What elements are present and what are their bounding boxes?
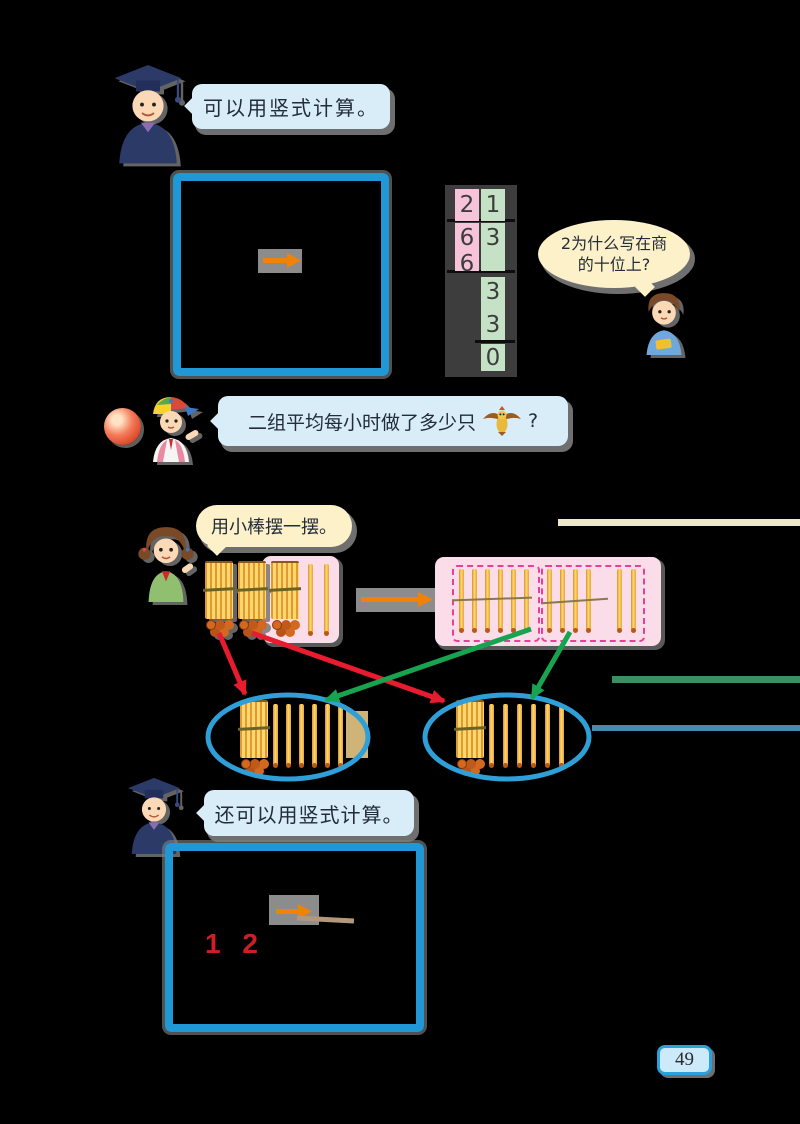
speech-bubble-teacher1: 可以用竖式计算。 xyxy=(184,84,390,129)
speech-bubble-problem: 二组平均每小时做了多少只 ? xyxy=(210,396,568,446)
right-arrow-icon xyxy=(263,253,301,268)
bundle-ends xyxy=(241,759,251,769)
right-arrow-icon xyxy=(276,904,312,919)
red-intermediate-number: 1 2 xyxy=(205,928,265,959)
tens-work-cell: 6 6 xyxy=(455,223,479,277)
question-line1: 2为什么写在商 xyxy=(560,234,668,253)
dashed2-singles-b xyxy=(617,569,636,633)
quotient-ones-cell: 1 xyxy=(481,189,505,221)
long-division-work: 2 1 6 6 3 3 3 0 xyxy=(445,185,517,377)
single-stick xyxy=(299,704,304,768)
boy-with-cap-icon xyxy=(153,397,199,462)
girl-avatar xyxy=(134,520,198,602)
page-number: 49 xyxy=(675,1049,694,1070)
stick-bundle-of-10 xyxy=(271,561,299,630)
single-stick xyxy=(312,704,317,768)
subtract-ones: 3 xyxy=(485,312,501,338)
boy-thinking-icon xyxy=(646,293,682,355)
group-right-singles xyxy=(489,704,564,768)
bubble-tail xyxy=(184,96,204,116)
question-line2: 的十位上? xyxy=(577,255,651,274)
dividend-tens: 6 xyxy=(459,225,475,251)
single-stick xyxy=(503,704,508,768)
cap-boy-avatar xyxy=(142,392,200,462)
single-stick xyxy=(308,564,313,636)
ones-work-cell: 3 3 xyxy=(481,277,505,340)
golden-bird-icon xyxy=(482,406,521,436)
bubble-teacher2-text: 还可以用竖式计算。 xyxy=(214,802,404,827)
problem-text: 二组平均每小时做了多少只 xyxy=(247,411,476,434)
red-arrow-bundle2 xyxy=(251,630,446,704)
bring-down-digit: 3 xyxy=(485,279,501,305)
bubble-teacher1-text: 可以用竖式计算。 xyxy=(203,96,379,120)
decor-line-green xyxy=(612,676,800,683)
single-stick xyxy=(524,569,529,633)
bundle-ends xyxy=(239,620,249,630)
remainder-cell: 0 xyxy=(481,344,505,371)
bubble-tail xyxy=(196,803,216,823)
red-arrow-bundle1 xyxy=(216,632,248,696)
single-stick xyxy=(325,704,330,768)
division-line-sub1 xyxy=(447,270,515,273)
dashed-group-2 xyxy=(541,565,645,642)
division-line-sub2 xyxy=(475,340,515,343)
group-right-bundle xyxy=(456,700,484,769)
bundle-ends xyxy=(457,759,467,769)
group-left-singles xyxy=(273,704,343,768)
speech-bubble-girl: 用小棒摆一摆。 xyxy=(196,505,352,556)
bubble-tail xyxy=(207,536,227,556)
answer-box-1 xyxy=(173,173,389,376)
question-boy-avatar xyxy=(638,287,690,355)
single-stick xyxy=(617,569,622,633)
girl-with-pigtails-icon xyxy=(138,527,194,602)
speech-bubble-question: 2为什么写在商 的十位上? xyxy=(538,220,690,297)
girl-bubble-text: 用小棒摆一摆。 xyxy=(211,517,337,538)
subtract-tens: 6 xyxy=(459,251,475,277)
teacher-avatar-top xyxy=(112,62,184,164)
stick-bundle-of-10 xyxy=(240,700,268,769)
stick-bundle-of-10 xyxy=(456,700,484,769)
red-ball-icon xyxy=(104,408,141,445)
single-stick xyxy=(498,569,503,633)
answer-box-2 xyxy=(165,843,424,1032)
page-number-badge: 49 xyxy=(657,1045,712,1075)
graduation-cap-teacher-icon xyxy=(114,65,182,164)
quotient-tens-cell: 2 xyxy=(455,189,479,221)
single-stick xyxy=(286,704,291,768)
single-stick xyxy=(531,704,536,768)
single-stick xyxy=(631,569,636,633)
speech-bubble-teacher2: 还可以用竖式计算。 xyxy=(196,790,414,836)
single-stick xyxy=(517,704,522,768)
single-stick xyxy=(489,704,494,768)
group-left-bundle xyxy=(240,700,268,769)
single-stick xyxy=(324,564,329,636)
single-stick xyxy=(338,704,343,768)
dividend-ones-cell: 3 xyxy=(481,223,505,271)
bubble-tail xyxy=(210,411,230,431)
problem-question-mark: ? xyxy=(527,410,539,432)
tan-remnant xyxy=(346,711,368,758)
right-arrow-icon xyxy=(361,592,433,607)
panel1-bundle xyxy=(271,561,299,630)
decor-line-blue xyxy=(592,725,800,731)
bundle-ends xyxy=(206,620,216,630)
single-stick xyxy=(511,569,516,633)
decor-line-cream xyxy=(558,519,800,526)
single-stick xyxy=(273,704,278,768)
single-stick xyxy=(545,704,550,768)
stick-bundle-of-10 xyxy=(205,561,233,630)
panel1-singles xyxy=(308,564,329,636)
stick-bundle-of-10 xyxy=(238,561,266,630)
single-stick xyxy=(547,569,552,633)
bundle-ends xyxy=(272,620,282,630)
single-stick xyxy=(559,704,564,768)
bundles-row1 xyxy=(205,561,266,630)
